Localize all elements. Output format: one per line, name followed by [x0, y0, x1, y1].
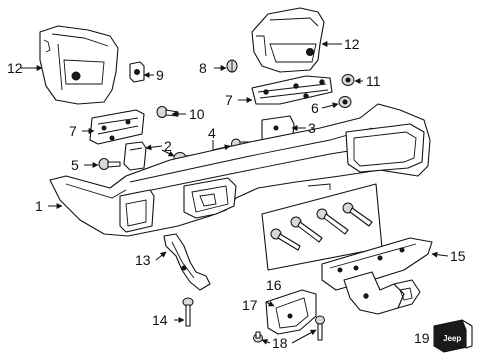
callout-labels: 12 9 8 12 11 7 6 10 7 3 4 2 5 1 13 15 16… [7, 36, 466, 351]
part-1-rear-bumper [49, 103, 431, 237]
callout-18: 18 [272, 335, 288, 351]
part-16-bolt-kit [261, 183, 383, 271]
part-14-bolt [182, 297, 194, 327]
callout-7-upper: 7 [225, 92, 233, 108]
leader-18-right [291, 329, 317, 344]
callout-3: 3 [308, 120, 316, 136]
leader-15 [431, 251, 449, 258]
callout-15: 15 [450, 248, 466, 264]
leader-17 [265, 300, 275, 307]
part-10-bolt [156, 106, 179, 118]
leader-4-b [212, 144, 231, 151]
callout-6: 6 [311, 100, 319, 116]
kit-bolt [290, 216, 323, 243]
leader-lines [20, 41, 449, 345]
leader-13 [155, 251, 167, 261]
callout-14: 14 [152, 312, 168, 328]
part-2-bracket [123, 141, 147, 171]
kit-bolt [316, 208, 349, 235]
part-18-bolt-right [315, 315, 325, 341]
part-11-nut [341, 74, 355, 86]
leader-2-bracket [145, 144, 163, 151]
part-9-clip-nut [129, 61, 145, 83]
jeep-logo: Jeep [443, 334, 461, 343]
callout-13: 13 [135, 252, 151, 268]
callout-2: 2 [164, 138, 172, 154]
callout-7-lower: 7 [69, 123, 77, 139]
part-8-push-pin [226, 59, 238, 73]
callout-19: 19 [414, 330, 430, 346]
callout-10: 10 [189, 106, 205, 122]
part-17-bracket [265, 289, 317, 335]
part-15-trailer-hitch [321, 237, 433, 315]
kit-bolt [342, 202, 373, 227]
part-19-hitch-cover: Jeep [433, 319, 473, 353]
leader-18-left [261, 339, 271, 345]
part-7-upper-mounting-plate [251, 75, 333, 105]
callout-1: 1 [35, 198, 43, 214]
kit-bolt [270, 228, 301, 251]
callout-9: 9 [156, 67, 164, 83]
callout-11: 11 [366, 73, 381, 89]
part-5-bolt [98, 158, 121, 170]
part-13-bracket [163, 233, 211, 291]
callout-8: 8 [199, 60, 207, 76]
part-12-left-end-cap [39, 25, 119, 105]
part-7-lower-mounting-plate [89, 109, 145, 145]
part-6-nut [338, 96, 352, 108]
part-18-bolt-left [253, 331, 263, 343]
callout-12-left: 12 [7, 60, 23, 76]
callout-4: 4 [208, 125, 216, 141]
callout-5: 5 [71, 157, 79, 173]
leader-6 [321, 102, 339, 109]
leader-2-bolt [161, 149, 175, 157]
callout-16: 16 [266, 277, 282, 293]
callout-17: 17 [242, 297, 258, 313]
part-12-right-end-cap [251, 7, 325, 73]
callout-12-right: 12 [344, 36, 360, 52]
